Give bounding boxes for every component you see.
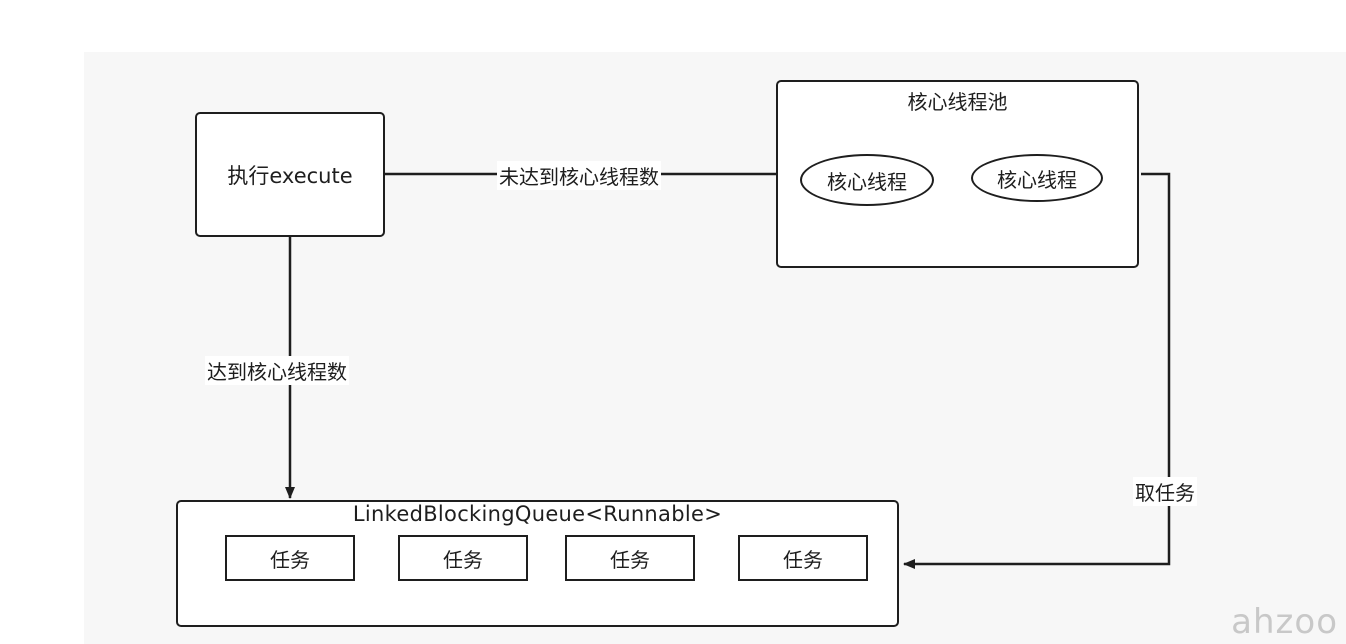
execute-node: 执行execute [195,112,385,237]
core-pool-title: 核心线程池 [907,90,1008,114]
task-node: 任务 [565,535,695,581]
edge-label-not-reached: 未达到核心线程数 [497,161,661,190]
queue-title: LinkedBlockingQueue<Runnable> [352,502,723,526]
task-node: 任务 [398,535,528,581]
edge-label-take-task: 取任务 [1133,477,1197,506]
edge-label-reached: 达到核心线程数 [205,356,349,385]
core-thread-node: 核心线程 [971,154,1103,202]
core-pool-node: 核心线程池 核心线程 核心线程 [776,80,1139,268]
watermark-text: ahzoo [1231,602,1338,642]
task-node: 任务 [225,535,355,581]
task-node: 任务 [738,535,868,581]
core-thread-node: 核心线程 [800,154,934,206]
queue-node: LinkedBlockingQueue<Runnable> 任务 任务 任务 任… [176,500,899,627]
edge-pool-to-queue [903,172,1171,569]
